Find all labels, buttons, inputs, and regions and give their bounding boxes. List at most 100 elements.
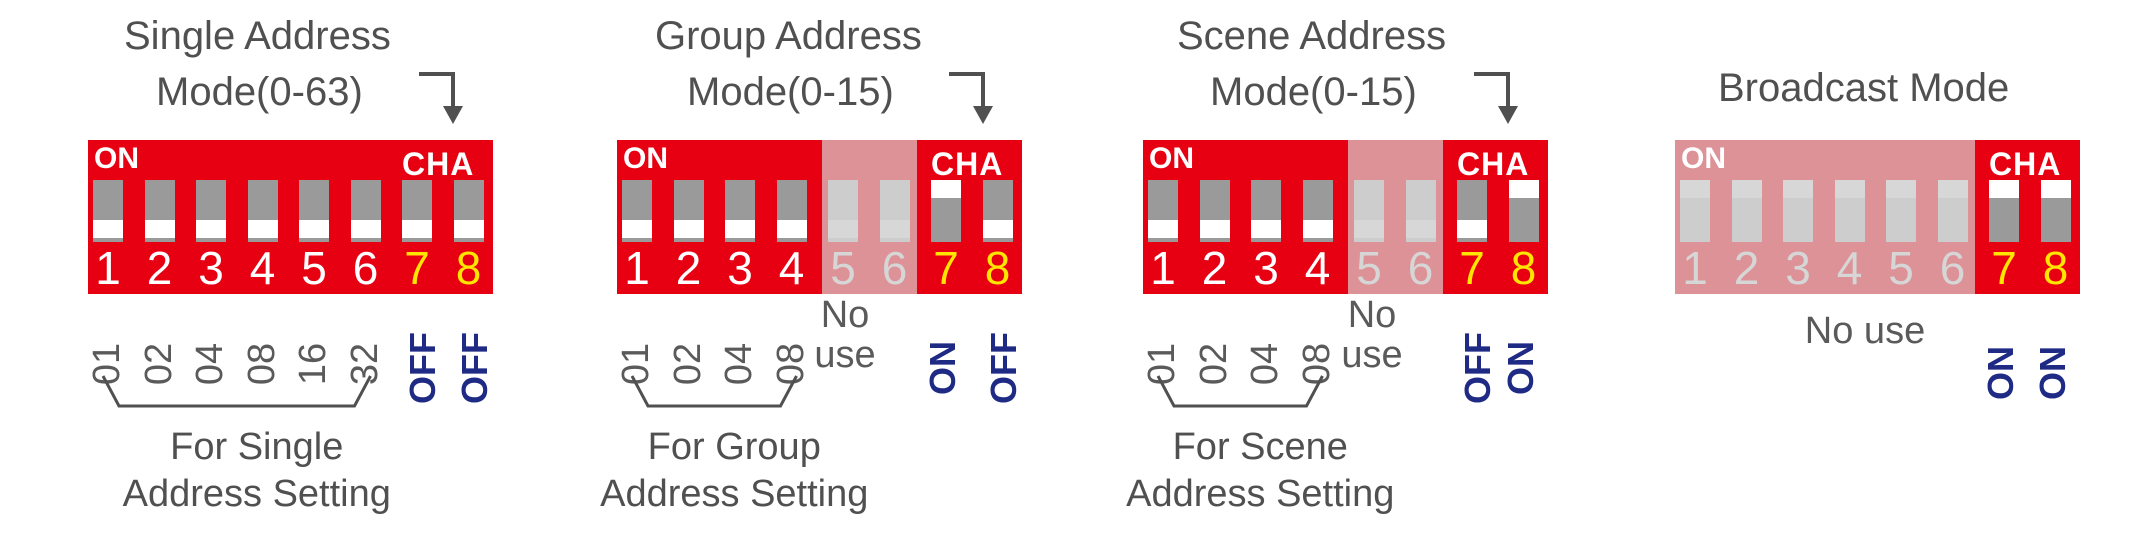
no-use-label: No use xyxy=(1804,310,1926,352)
switch-knob xyxy=(725,220,755,238)
dip-switch-toggle-2[interactable] xyxy=(673,180,704,242)
switch-knob xyxy=(1302,220,1333,238)
switch-knob xyxy=(1251,220,1281,238)
switch-knob xyxy=(673,220,704,238)
dip-switch-toggle-7[interactable] xyxy=(402,180,432,242)
dip-switch-toggle-7[interactable] xyxy=(1989,180,2019,242)
panel-subtitle-scene: Mode(0-15) xyxy=(1210,70,1417,114)
switch-knob xyxy=(622,220,652,238)
group-bracket xyxy=(1156,375,1324,408)
switch-knob xyxy=(350,220,381,238)
group-bracket xyxy=(101,375,372,408)
dip-switch-toggle-8[interactable] xyxy=(982,180,1013,242)
dip-switch-toggle-4[interactable] xyxy=(776,180,807,242)
dip-switch-toggle-1[interactable] xyxy=(622,180,652,242)
switch-knob xyxy=(299,220,329,238)
switch-knob xyxy=(2040,180,2071,198)
switch-number-8: 8 xyxy=(2042,242,2069,294)
on-label: ON xyxy=(94,142,139,175)
switch-number-1: 1 xyxy=(95,242,121,294)
switch-number-1: 1 xyxy=(1150,242,1176,294)
dip-switch-toggle-1[interactable] xyxy=(93,180,123,242)
caption-line1-group: For Group xyxy=(647,426,821,468)
panel-title-broadcast: Broadcast Mode xyxy=(1718,66,2010,110)
channel-state-8: OFF xyxy=(453,332,495,404)
switch-number-2: 2 xyxy=(675,242,702,294)
switch-number-8: 8 xyxy=(455,242,482,294)
group-bracket xyxy=(630,375,798,408)
switch-number-3: 3 xyxy=(727,242,753,294)
dip-switch-toggle-8[interactable] xyxy=(2040,180,2071,242)
dip-switch-toggle-2[interactable] xyxy=(1199,180,1230,242)
bent-arrow-icon xyxy=(949,72,993,124)
dip-switch-toggle-1[interactable] xyxy=(1148,180,1178,242)
dip-switch-toggle-5[interactable] xyxy=(299,180,329,242)
cha-label: CHA xyxy=(931,146,1004,182)
cha-label: CHA xyxy=(402,146,475,182)
channel-state-7: ON xyxy=(922,341,963,395)
switch-number-5: 5 xyxy=(301,242,327,294)
switch-knob xyxy=(93,220,123,238)
dip-switch-toggle-6[interactable] xyxy=(350,180,381,242)
panel-title-scene: Scene Address xyxy=(1177,14,1447,58)
dip-switch-toggle-4[interactable] xyxy=(247,180,278,242)
bent-arrow-icon xyxy=(419,72,463,124)
switch-number-8: 8 xyxy=(1510,242,1537,294)
switch-number-8: 8 xyxy=(984,242,1011,294)
switch-number-1: 1 xyxy=(624,242,650,294)
dip-switch-toggle-4[interactable] xyxy=(1302,180,1333,242)
switch-number-7: 7 xyxy=(1991,242,2017,294)
switch-knob xyxy=(402,220,432,238)
switch-knob xyxy=(776,220,807,238)
switch-knob xyxy=(196,220,226,238)
caption-line1-scene: For Scene xyxy=(1172,426,1348,468)
dip-switch-toggle-8[interactable] xyxy=(453,180,484,242)
no-use-label: No use xyxy=(1341,294,1403,376)
caption-line2-single: Address Setting xyxy=(122,473,391,515)
cha-label: CHA xyxy=(1457,146,1530,182)
switch-knob xyxy=(931,180,961,198)
dip-switch-toggle-7[interactable] xyxy=(1457,180,1487,242)
dip-switch-toggle-8[interactable] xyxy=(1508,180,1539,242)
dip-switch-toggle-3[interactable] xyxy=(196,180,226,242)
switch-number-4: 4 xyxy=(1304,242,1331,294)
on-label: ON xyxy=(623,142,668,175)
switch-knob xyxy=(1148,220,1178,238)
switch-knob xyxy=(453,220,484,238)
switch-number-4: 4 xyxy=(249,242,276,294)
switch-number-7: 7 xyxy=(1459,242,1485,294)
switch-number-3: 3 xyxy=(1253,242,1279,294)
switch-knob xyxy=(144,220,175,238)
unused-switch-overlay xyxy=(1675,140,1975,294)
on-label: ON xyxy=(1149,142,1194,175)
channel-state-7: OFF xyxy=(1456,332,1498,404)
switch-knob xyxy=(1989,180,2019,198)
on-label: ON xyxy=(1681,142,1726,175)
switch-knob xyxy=(1508,180,1539,198)
channel-state-8: OFF xyxy=(982,332,1024,404)
bent-arrow-icon xyxy=(1474,72,1518,124)
switch-number-4: 4 xyxy=(778,242,805,294)
dip-switch-toggle-7[interactable] xyxy=(931,180,961,242)
channel-state-8: ON xyxy=(2031,346,2073,400)
unused-switch-overlay xyxy=(822,140,917,294)
panel-subtitle-single: Mode(0-63) xyxy=(156,70,363,114)
switch-number-6: 6 xyxy=(352,242,379,294)
panel-title-group: Group Address xyxy=(655,14,922,58)
channel-state-8: ON xyxy=(1499,341,1541,395)
switch-number-3: 3 xyxy=(198,242,224,294)
unused-switch-overlay xyxy=(1348,140,1443,294)
switch-number-2: 2 xyxy=(1201,242,1228,294)
dip-switch-toggle-2[interactable] xyxy=(144,180,175,242)
no-use-label: No use xyxy=(814,294,876,376)
dip-switch-toggle-3[interactable] xyxy=(1251,180,1281,242)
caption-line2-scene: Address Setting xyxy=(1126,473,1395,515)
switch-number-7: 7 xyxy=(404,242,430,294)
dip-switch-toggle-3[interactable] xyxy=(725,180,755,242)
switch-number-2: 2 xyxy=(146,242,173,294)
channel-state-7: ON xyxy=(1980,346,2021,400)
